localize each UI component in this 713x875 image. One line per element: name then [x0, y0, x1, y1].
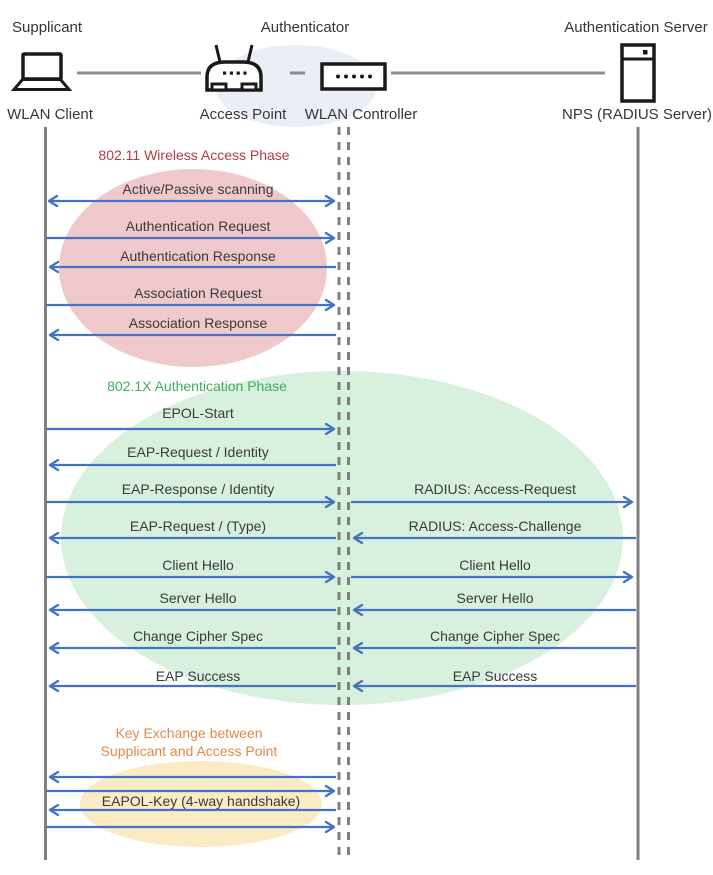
msg-auth-response: Authentication Response: [120, 248, 276, 264]
device-access-point: Access Point: [199, 106, 287, 123]
msg-change-cipher-left: Change Cipher Spec: [133, 628, 263, 644]
phase-title-dot1x-auth: 802.1X Authentication Phase: [107, 378, 287, 394]
phase-title-key-exchange-line2: Supplicant and Access Point: [100, 743, 278, 759]
msg-client-hello-right: Client Hello: [459, 557, 531, 573]
msg-server-hello-left: Server Hello: [159, 590, 237, 606]
laptop-icon: [10, 52, 73, 91]
msg-radius-access-request: RADIUS: Access-Request: [414, 481, 576, 497]
phase-title-wireless-access: 802.11 Wireless Access Phase: [98, 147, 290, 163]
role-authenticator: Authenticator: [260, 19, 350, 36]
device-nps-server: NPS (RADIUS Server): [561, 106, 713, 123]
role-supplicant: Supplicant: [12, 19, 83, 36]
wlan-controller-icon: [320, 62, 387, 91]
access-point-icon: [205, 44, 263, 92]
role-authentication-server: Authentication Server: [564, 19, 708, 36]
msg-radius-access-challenge: RADIUS: Access-Challenge: [408, 518, 582, 534]
lifelines: [44, 127, 640, 860]
msg-scanning: Active/Passive scanning: [122, 181, 274, 197]
msg-server-hello-right: Server Hello: [456, 590, 534, 606]
msg-eapol-key: EAPOL-Key (4-way handshake): [101, 793, 301, 809]
msg-eap-request-identity: EAP-Request / Identity: [127, 444, 269, 460]
dot1x-auth-phase-ellipse: [61, 371, 623, 705]
msg-auth-request: Authentication Request: [125, 218, 271, 234]
msg-eap-success-left: EAP Success: [155, 668, 241, 684]
msg-eap-response-identity: EAP-Response / Identity: [121, 481, 275, 497]
device-wlan-client: WLAN Client: [7, 106, 93, 123]
msg-change-cipher-right: Change Cipher Spec: [430, 628, 560, 644]
phase-title-key-exchange-line1: Key Exchange between: [115, 725, 263, 741]
msg-epol-start: EPOL-Start: [162, 405, 234, 421]
msg-eap-success-right: EAP Success: [452, 668, 538, 684]
key-exchange-phase-ellipse: [80, 761, 322, 847]
msg-assoc-request: Association Request: [134, 285, 262, 301]
device-wlan-controller: WLAN Controller: [304, 106, 418, 123]
msg-eap-request-type: EAP-Request / (Type): [129, 518, 267, 534]
server-icon: [620, 43, 656, 103]
msg-assoc-response: Association Response: [128, 315, 268, 331]
msg-client-hello-left: Client Hello: [162, 557, 234, 573]
message-arrows: [46, 194, 636, 834]
